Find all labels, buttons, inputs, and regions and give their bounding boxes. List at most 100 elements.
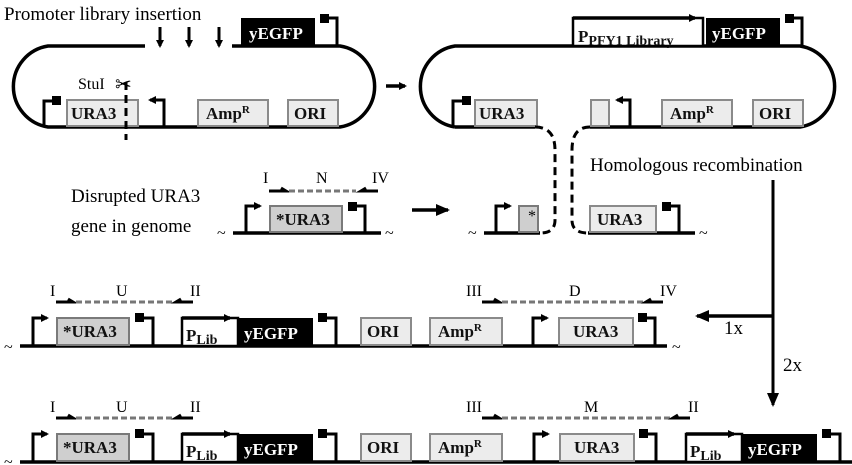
ori-label: ORI [367,322,400,341]
ampr-label: AmpR [206,104,251,123]
primer-I-label: I [50,399,55,416]
yegfp-label: yEGFP [244,440,298,459]
reverse-promoter-icon [148,96,166,127]
terminator-icon [143,316,155,346]
yegfp-label: yEGFP [712,24,766,43]
ori-label: ORI [367,438,400,457]
ura3-box [589,205,657,233]
primer-II-arrow [170,297,193,304]
pcr-U-label: U [116,283,128,300]
disrupted-label-2: gene in genome [71,216,191,237]
plasmid-left: Promoter library insertion yEGFP URA3 St… [4,4,377,140]
tilde: ~ [4,339,13,356]
double-integration-row: ~ *URA3 PLib yEGFP ORI AmpR URA3 PLib yE… [4,399,852,465]
yegfp-box [743,434,817,462]
ura3-label: URA3 [71,104,116,123]
tilde: ~ [672,339,681,356]
plib-label: PLib [186,442,218,464]
tilde: ~ [385,225,394,242]
primer-I-label: I [50,283,55,300]
promoter-icon [494,202,512,233]
ori-label: ORI [759,104,792,123]
terminator-block-icon [822,429,831,438]
promoter-icon [532,430,550,462]
terminator-block-icon [638,313,647,322]
primer-I-label: I [263,170,268,187]
primer-IV-label: IV [372,170,389,187]
stui-label: StuI [78,76,105,93]
ura3-label: URA3 [597,210,642,229]
reverse-promoter-icon [615,96,632,127]
terminator-block-icon [662,202,671,211]
tilde: ~ [4,454,13,465]
primer-I-arrow [269,186,292,193]
ori-box [360,433,412,462]
single-integration-row: ~ ~ *URA3 PLib yEGFP ORI AmpR URA3 I U I… [4,283,681,356]
terminator-icon [829,432,842,462]
scissors-icon: ✂ [115,72,132,96]
terminator-block-icon [318,429,327,438]
yegfp-label: yEGFP [244,324,298,343]
pcr-N-label: N [316,170,328,187]
primer-I-arrow [56,413,79,420]
ura3-label: URA3 [573,322,618,341]
ura3-label: URA3 [574,438,619,457]
disrupted-genome: Disrupted URA3 gene in genome ~ ~ *URA3 … [71,170,394,242]
yegfp-box [239,318,313,346]
terminator-block-icon [320,14,329,23]
linearized-end-right [570,125,591,235]
ura3-mut-box [269,205,343,233]
terminator-block-icon [318,313,327,322]
primer-I-arrow [56,297,79,304]
terminator-icon [326,16,339,46]
terminator-icon [143,432,155,462]
primer-II-arrow [667,413,690,420]
yegfp-label: yEGFP [249,24,303,43]
terminator-block-icon [785,14,794,23]
plasmid-right: PPFY1 Library yEGFP URA3 AmpR ORI [418,14,837,235]
plasmid-left-backbone [11,44,377,129]
primer-III-arrow [482,413,505,420]
pcr-U-label: U [116,399,128,416]
ura3-label: URA3 [479,104,524,123]
primer-IV-arrow [355,186,378,193]
terminator-block-icon [135,429,144,438]
promoter-icon [42,99,53,127]
pcr-D-label: D [569,283,581,300]
pcr-M-label: M [584,399,598,416]
tilde: ~ [699,225,708,242]
ori-box [287,99,339,127]
yegfp-box [706,18,780,46]
tilde: ~ [468,225,477,242]
promoter-icon [31,430,49,462]
ura3-star-fragment [518,205,539,233]
terminator-block-icon [639,429,648,438]
terminator-icon [646,316,657,346]
yegfp-box [241,18,315,46]
promoter-icon [451,99,462,127]
primer-III-label: III [466,283,482,300]
ori-label: ORI [294,104,327,123]
ampr-label: AmpR [670,104,715,123]
one-x-label: 1x [724,318,744,339]
promoter-icon [244,202,262,233]
ura3-box [559,433,635,462]
ura3-mut-box [56,317,130,346]
yegfp-label: yEGFP [748,440,802,459]
ura3-fragment-box [590,99,610,127]
terminator-block-icon [462,96,471,105]
ura3-mut-box [56,433,130,462]
primer-II-label: II [190,399,201,416]
ampr-label: AmpR [438,322,483,341]
ampr-box [429,433,503,462]
linearized-end-left [534,125,557,235]
ura3-box [558,317,634,346]
plasmid-right-backbone [418,44,837,129]
promoter-pfy1-label: PPFY1 Library [578,27,674,49]
terminator-icon [356,204,367,233]
primer-II-arrow [170,413,193,420]
ura3-box [474,99,538,127]
promoter-icon [31,314,49,346]
terminator-block-icon [52,96,61,105]
